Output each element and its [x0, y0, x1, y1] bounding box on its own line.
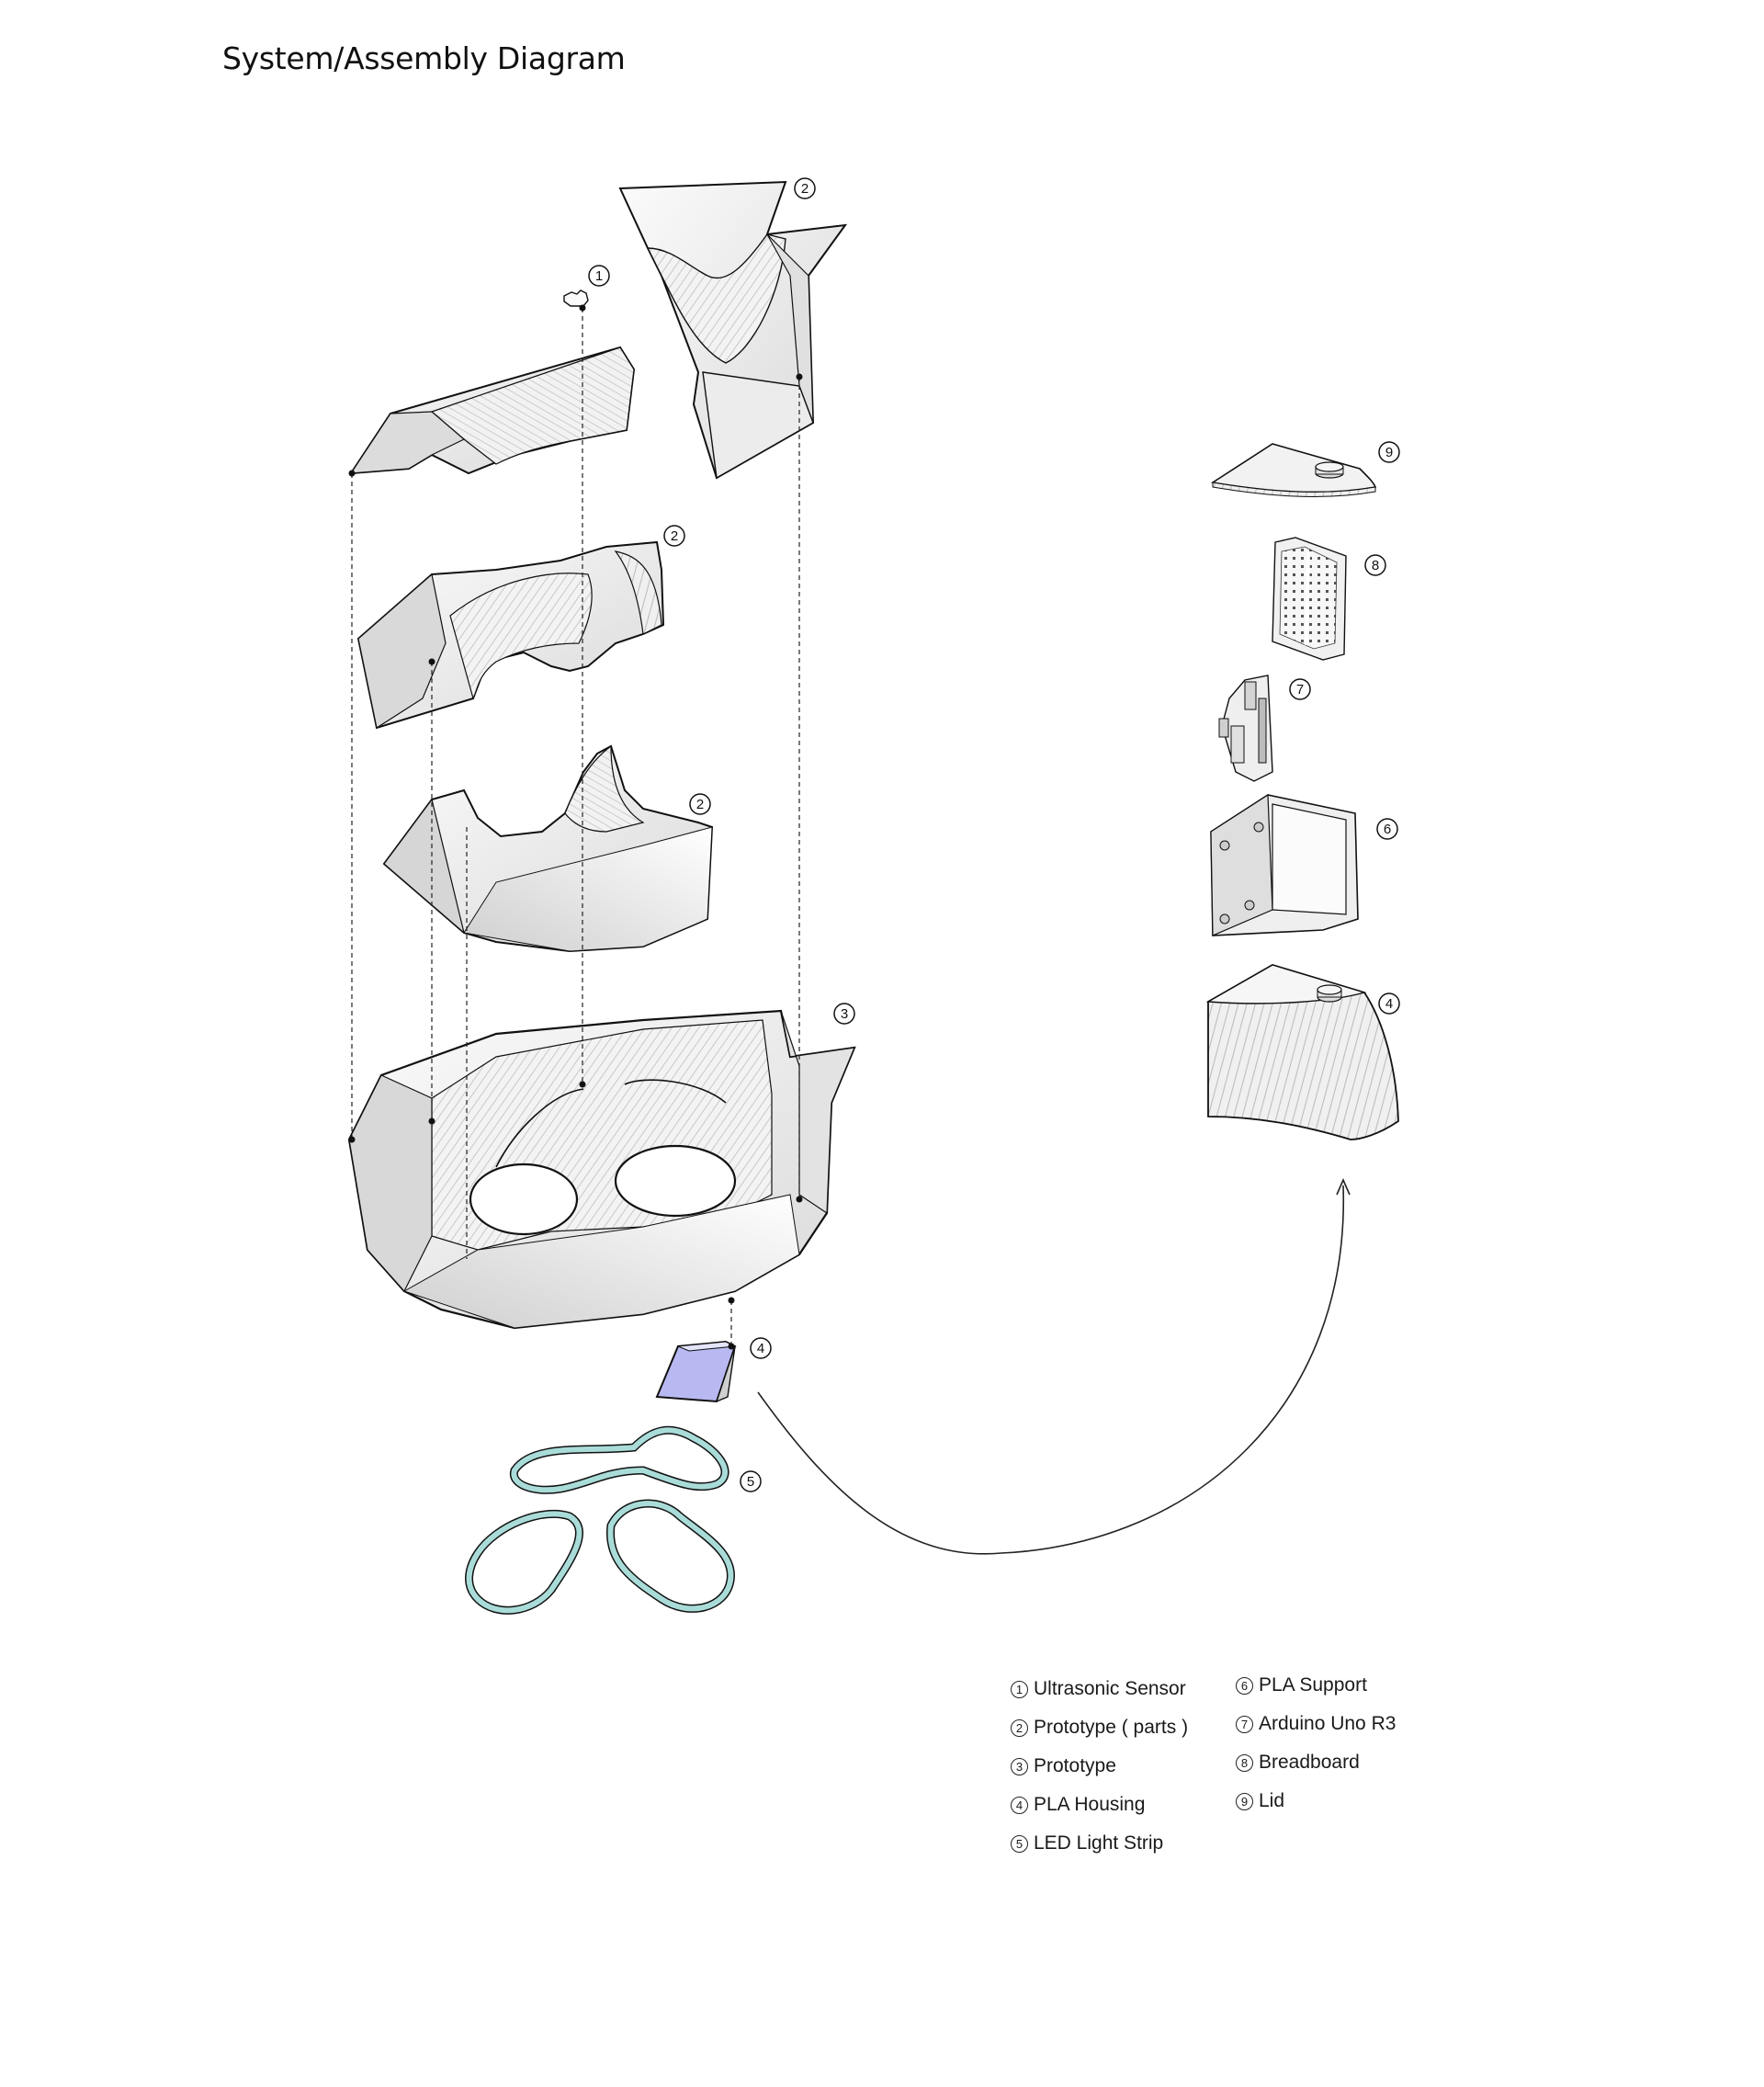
led-light-strip [465, 1425, 735, 1615]
prototype-part-lower [382, 744, 714, 953]
legend-label: Ultrasonic Sensor [1034, 1678, 1186, 1699]
svg-text:7: 7 [1296, 682, 1304, 698]
callout-labels: 1 2 2 2 3 4 5 9 8 7 6 4 [588, 177, 1400, 1492]
legend-item-2: 2 Prototype ( parts ) [1011, 1717, 1188, 1739]
svg-text:4: 4 [1385, 996, 1393, 1012]
legend-item-4: 4 PLA Housing [1011, 1794, 1145, 1816]
legend-label: Prototype [1034, 1755, 1116, 1776]
legend-number: 4 [1011, 1796, 1028, 1814]
legend-label: LED Light Strip [1034, 1832, 1164, 1854]
callout-4-large: 4 [1378, 992, 1400, 1015]
legend-label: PLA Housing [1034, 1794, 1146, 1815]
legend-number: 9 [1236, 1792, 1253, 1810]
prototype-part-top-tower [618, 180, 848, 480]
legend-number: 3 [1011, 1757, 1028, 1775]
legend-number: 7 [1236, 1715, 1253, 1733]
prototype-part-middle [356, 540, 665, 730]
callout-3: 3 [833, 1003, 855, 1025]
assembly-guide-lines [351, 308, 800, 1346]
callout-8: 8 [1364, 554, 1386, 576]
pla-housing-large [1205, 964, 1399, 1140]
lid [1210, 443, 1377, 497]
legend-label: Breadboard [1259, 1752, 1360, 1773]
callout-7: 7 [1289, 678, 1311, 700]
callout-1: 1 [588, 265, 610, 287]
page-title: System/Assembly Diagram [222, 40, 626, 76]
legend-item-6: 6 PLA Support [1236, 1674, 1367, 1696]
legend-item-9: 9 Lid [1236, 1790, 1284, 1812]
pla-support [1210, 793, 1359, 936]
legend-item-1: 1 Ultrasonic Sensor [1011, 1678, 1186, 1700]
callout-2-lower: 2 [689, 793, 711, 815]
svg-text:8: 8 [1372, 558, 1379, 573]
legend-item-7: 7 Arduino Uno R3 [1236, 1713, 1396, 1735]
callout-6: 6 [1376, 818, 1398, 840]
svg-text:6: 6 [1384, 822, 1391, 837]
legend-number: 2 [1011, 1718, 1028, 1737]
legend-label: Lid [1259, 1790, 1285, 1811]
legend-item-8: 8 Breadboard [1236, 1752, 1360, 1774]
svg-text:3: 3 [841, 1006, 848, 1022]
legend-number: 5 [1011, 1834, 1028, 1853]
callout-9: 9 [1378, 441, 1400, 463]
svg-text:2: 2 [671, 528, 678, 544]
callout-5: 5 [740, 1470, 762, 1492]
callout-2-middle: 2 [663, 525, 685, 547]
svg-text:1: 1 [595, 268, 603, 284]
legend-label: Prototype ( parts ) [1034, 1717, 1189, 1738]
svg-text:5: 5 [747, 1474, 754, 1490]
breadboard [1272, 537, 1347, 661]
svg-text:9: 9 [1385, 445, 1393, 460]
prototype-part-top-slab [349, 346, 636, 475]
legend-item-3: 3 Prototype [1011, 1755, 1116, 1777]
svg-text:4: 4 [757, 1341, 764, 1356]
legend-number: 1 [1011, 1680, 1028, 1698]
ultrasonic-sensor [563, 289, 589, 307]
callout-2-top: 2 [794, 177, 816, 199]
arduino-uno-r3 [1218, 675, 1273, 782]
legend-label: PLA Support [1259, 1674, 1367, 1696]
prototype-assembled [347, 1009, 856, 1330]
svg-text:2: 2 [801, 181, 808, 197]
callout-4-small: 4 [750, 1337, 772, 1359]
legend-item-5: 5 LED Light Strip [1011, 1832, 1163, 1854]
assembly-arrow [757, 1178, 1351, 1555]
guide-anchor-points [348, 304, 803, 1350]
legend-label: Arduino Uno R3 [1259, 1713, 1396, 1734]
svg-text:2: 2 [696, 797, 704, 812]
pla-housing-small [655, 1340, 737, 1403]
legend-number: 8 [1236, 1753, 1253, 1772]
legend-number: 6 [1236, 1676, 1253, 1695]
